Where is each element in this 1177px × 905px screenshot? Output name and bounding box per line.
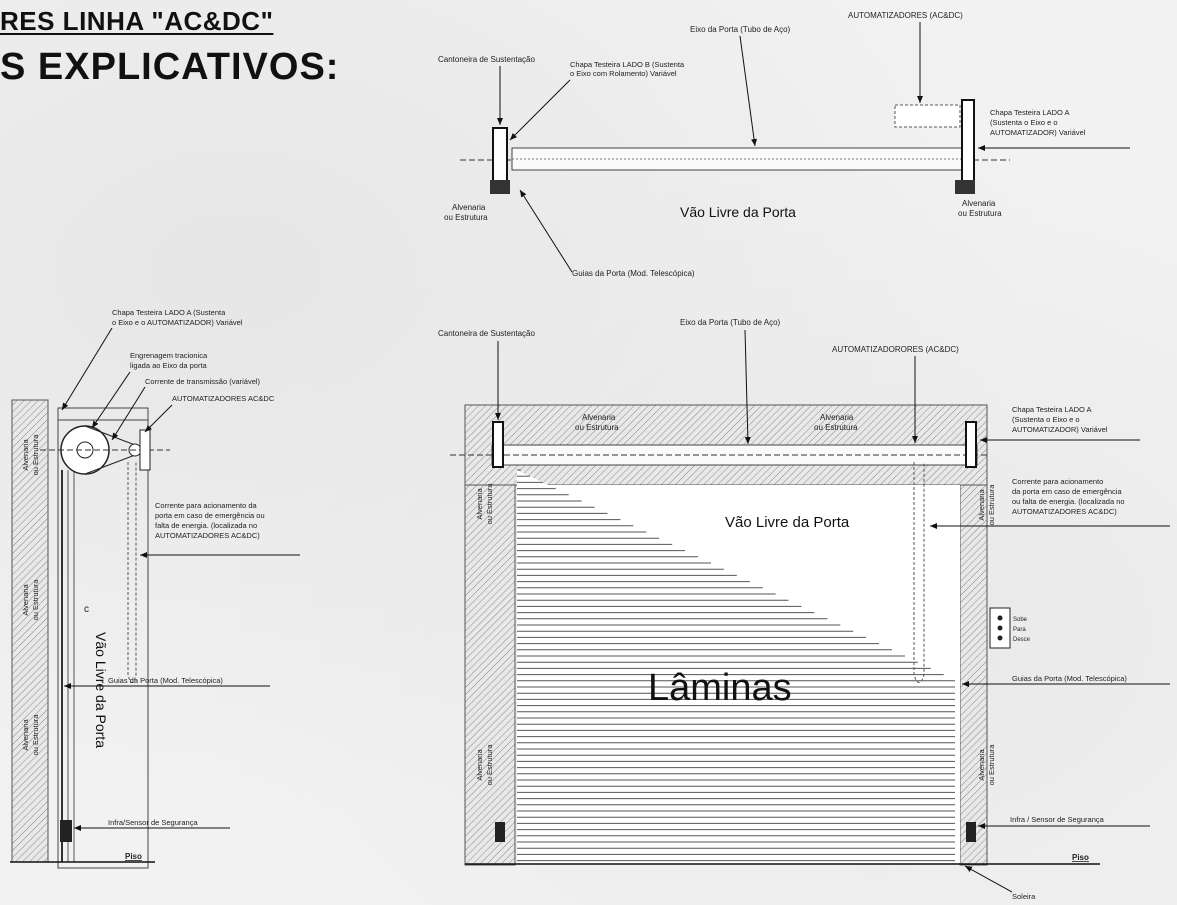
front-right-wall: [959, 484, 988, 866]
label-front-alv-mr1: Alvenaria: [977, 749, 986, 781]
label-laminas: Lâminas: [648, 667, 792, 709]
label-side-infra: Infra/Sensor de Segurança: [108, 818, 198, 827]
label-side-guias: Guias da Porta (Mod. Telescópica): [108, 676, 223, 685]
label-side-alv-2a: Alvenaria: [21, 584, 30, 616]
label-front-alv-l1: Alvenaria: [475, 488, 484, 520]
label-chapa-a-3: AUTOMATIZADOR) Variável: [990, 128, 1086, 137]
label-corrente-trans: Corrente de transmissão (variável): [145, 377, 261, 386]
label-alv-top-right-2: ou Estrutura: [958, 209, 1002, 218]
label-side-c-mark: c: [84, 604, 89, 615]
label-chapa-b-1: Chapa Testeira LADO B (Sustenta: [570, 60, 685, 69]
label-front-alv-top-l1: Alvenaria: [582, 413, 616, 422]
top-view: Cantoneira de Sustentação Eixo da Porta …: [438, 11, 1130, 278]
label-front-alv-mr2: ou Estrutura: [987, 744, 996, 786]
label-side-chapa-1: Chapa Testeira LADO A (Sustenta: [112, 308, 226, 317]
label-front-chapa-2: (Sustenta o Eixo e o: [1012, 415, 1080, 424]
header: RES LINHA "AC&DC" S EXPLICATIVOS:: [0, 0, 420, 110]
label-side-corrente-3: falta de energia. (localizada no: [155, 521, 257, 530]
label-chapa-b-2: o Eixo com Rolamento) Variável: [570, 69, 677, 78]
laminas-slats: [517, 469, 955, 862]
sensor-icon: [60, 820, 72, 842]
label-cantoneira-top: Cantoneira de Sustentação: [438, 55, 536, 64]
front-emergency-chain: [913, 462, 925, 683]
label-side-alv-1a: Alvenaria: [21, 439, 30, 471]
label-side-alv-3b: ou Estrutura: [31, 714, 40, 756]
label-front-guias: Guias da Porta (Mod. Telescópica): [1012, 674, 1127, 683]
label-front-alv-top-r1: Alvenaria: [820, 413, 854, 422]
label-side-chapa-2: o Eixo e o AUTOMATIZADOR) Variável: [112, 318, 243, 327]
front-sensor-left-icon: [495, 822, 505, 842]
label-side-alv-3a: Alvenaria: [21, 719, 30, 751]
label-front-alv-r2: ou Estrutura: [987, 484, 996, 526]
label-chapa-a-2: (Sustenta o Eixo e o: [990, 118, 1058, 127]
label-botoeira-desce: Desce: [1013, 637, 1031, 643]
label-side-piso: Piso: [125, 852, 142, 861]
label-automatizadores-top: AUTOMATIZADORES (AC&DC): [848, 11, 963, 20]
label-alv-top-left-1: Alvenaria: [452, 203, 486, 212]
side-wall: [11, 399, 49, 863]
label-front-automatizadores: AUTOMATIZADORORES (AC&DC): [832, 345, 959, 354]
front-left-wall: [464, 484, 516, 866]
label-alv-top-right-1: Alvenaria: [962, 199, 996, 208]
label-side-corrente-1: Corrente para acionamento da: [155, 501, 258, 510]
emergency-chain: [127, 462, 137, 683]
label-guias-top: Guias da Porta (Mod. Telescópica): [572, 269, 695, 278]
label-side-alv-2b: ou Estrutura: [31, 579, 40, 621]
label-front-alv-ml2: ou Estrutura: [485, 744, 494, 786]
label-front-alv-ml1: Alvenaria: [475, 749, 484, 781]
label-front-infra: Infra / Sensor de Segurança: [1010, 815, 1105, 824]
automatizador-box: [894, 104, 961, 128]
label-front-alv-top-l2: ou Estrutura: [575, 423, 619, 432]
header-title: RES LINHA "AC&DC": [0, 6, 274, 36]
label-eixo-top: Eixo da Porta (Tubo de Aço): [690, 25, 791, 34]
label-side-alv-1b: ou Estrutura: [31, 434, 40, 476]
label-front-chapa-1: Chapa Testeira LADO A: [1012, 405, 1092, 414]
label-side-corrente-2: porta em caso de emergência ou: [155, 511, 265, 520]
label-botoeira-sobe: Sobe: [1013, 617, 1028, 623]
label-front-corrente-4: AUTOMATIZADORES AC&DC): [1012, 507, 1117, 516]
label-side-vao: Vão Livre da Porta: [93, 632, 109, 748]
label-front-alv-l2: ou Estrutura: [485, 483, 494, 525]
header-subtitle: S EXPLICATIVOS:: [0, 46, 340, 88]
label-botoeira-para: Para: [1013, 627, 1026, 633]
label-front-alv-top-r2: ou Estrutura: [814, 423, 858, 432]
label-chapa-a-1: Chapa Testeira LADO A: [990, 108, 1070, 117]
label-front-vao: Vão Livre da Porta: [725, 514, 850, 531]
label-front-corrente-3: ou falta de energia. (localizada no: [1012, 497, 1125, 506]
label-front-soleira: Soleira: [1012, 892, 1036, 901]
front-sensor-right-icon: [966, 822, 976, 842]
label-front-eixo: Eixo da Porta (Tubo de Aço): [680, 318, 781, 327]
label-front-corrente-2: da porta em caso de emergência: [1012, 487, 1122, 496]
label-side-automatizadores: AUTOMATIZADORES AC&DC: [172, 394, 275, 403]
label-alv-top-left-2: ou Estrutura: [444, 213, 488, 222]
label-front-corrente-1: Corrente para acionamento: [1012, 477, 1103, 486]
label-vao-top: Vão Livre da Porta: [680, 204, 796, 220]
label-engrenagem-1: Engrenagem tracionica: [130, 351, 208, 360]
laminas-area: [517, 470, 955, 863]
front-view: Cantoneira de Sustentação Eixo da Porta …: [438, 318, 1170, 901]
label-front-chapa-3: AUTOMATIZADOR) Variável: [1012, 425, 1108, 434]
label-engrenagem-2: ligada ao Eixo da porta: [130, 361, 208, 370]
side-view: Chapa Testeira LADO A (Sustenta o Eixo e…: [10, 308, 300, 869]
label-front-cantoneira: Cantoneira de Sustentação: [438, 329, 536, 338]
label-front-alv-r1: Alvenaria: [977, 489, 986, 521]
plate-side-a: [961, 99, 975, 191]
label-front-piso: Piso: [1072, 853, 1089, 862]
label-side-corrente-4: AUTOMATIZADORES AC&DC): [155, 531, 260, 540]
